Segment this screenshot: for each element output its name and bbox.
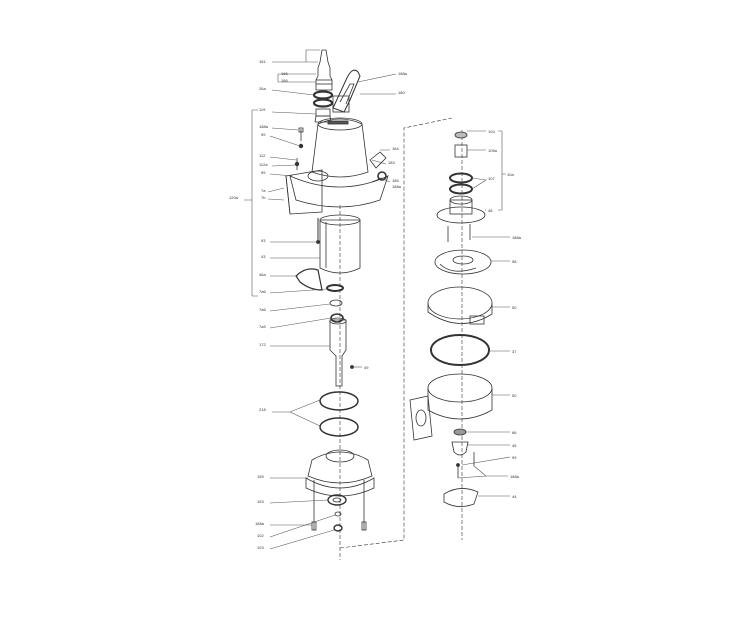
- part-label: 184: [392, 146, 399, 151]
- part-label: 7a6: [259, 289, 266, 294]
- part-label: 58: [512, 259, 517, 264]
- part-label: 7b: [261, 195, 266, 200]
- part-label: 44: [512, 494, 517, 499]
- part-label: 50: [512, 305, 517, 310]
- part-label: 188a: [255, 521, 264, 526]
- part-label: 188a: [259, 124, 268, 129]
- part-label: 105a: [488, 148, 497, 153]
- part-label: 112a: [259, 162, 268, 167]
- part-label: 166: [281, 78, 288, 83]
- part-label: 7a6: [259, 307, 266, 312]
- cable-gland-part: [315, 49, 333, 91]
- part-label: 37: [512, 349, 517, 354]
- part-label: 185: [392, 178, 399, 183]
- part-label: 102: [257, 533, 264, 538]
- part-label: 46a: [259, 272, 266, 277]
- part-label: 180: [398, 90, 405, 95]
- part-label: 99: [261, 132, 266, 137]
- part-label: 218: [259, 407, 266, 412]
- part-label: 183: [388, 160, 395, 165]
- part-label: 155: [257, 474, 264, 479]
- part-label: 7a5: [259, 324, 266, 329]
- part-label: 48: [488, 208, 493, 213]
- part-label: 99: [512, 455, 517, 460]
- part-label: 43: [261, 254, 266, 259]
- part-label: 66: [512, 430, 517, 435]
- part-label: 161: [259, 59, 266, 64]
- part-label: 107: [488, 176, 495, 181]
- part-label: 188a: [512, 235, 521, 240]
- part-label: 188a: [398, 71, 407, 76]
- part-label: 103: [257, 545, 264, 550]
- part-label: 188a: [510, 474, 519, 479]
- part-label: 104: [488, 129, 495, 134]
- part-label: 188a: [392, 184, 401, 189]
- part-label: 49: [364, 365, 369, 370]
- part-label: 99: [261, 170, 266, 175]
- part-label: 10a: [507, 172, 514, 177]
- part-label: 172: [259, 342, 266, 347]
- part-label: 26a: [259, 86, 266, 91]
- part-label: 153: [257, 499, 264, 504]
- part-label: 112: [259, 153, 266, 158]
- part-label: 7a: [261, 188, 266, 193]
- part-label: 119: [259, 107, 266, 112]
- part-label: 120a: [229, 195, 238, 200]
- part-label: 50: [512, 393, 517, 398]
- part-label: 166: [281, 71, 288, 76]
- part-label: 93: [261, 238, 266, 243]
- part-label: 45: [512, 443, 517, 448]
